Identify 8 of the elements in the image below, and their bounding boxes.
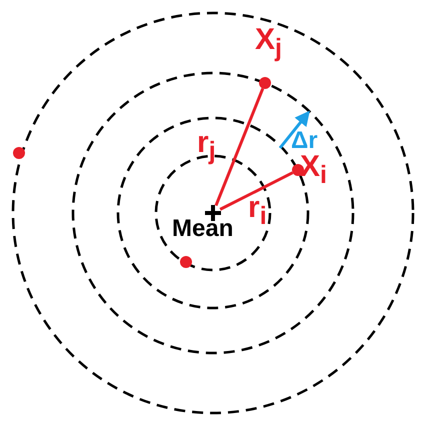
radius-line	[214, 88, 264, 206]
point-label: X$_{j}$	[255, 25, 282, 61]
mean-label: Mean	[172, 217, 234, 241]
radius-line	[219, 171, 294, 211]
edge-label: r$_{j}$	[197, 128, 216, 164]
edge-label: r$_{i}$	[248, 193, 267, 229]
delta-label: Δr	[291, 129, 318, 153]
point-label: X$_{i}$	[300, 152, 327, 188]
